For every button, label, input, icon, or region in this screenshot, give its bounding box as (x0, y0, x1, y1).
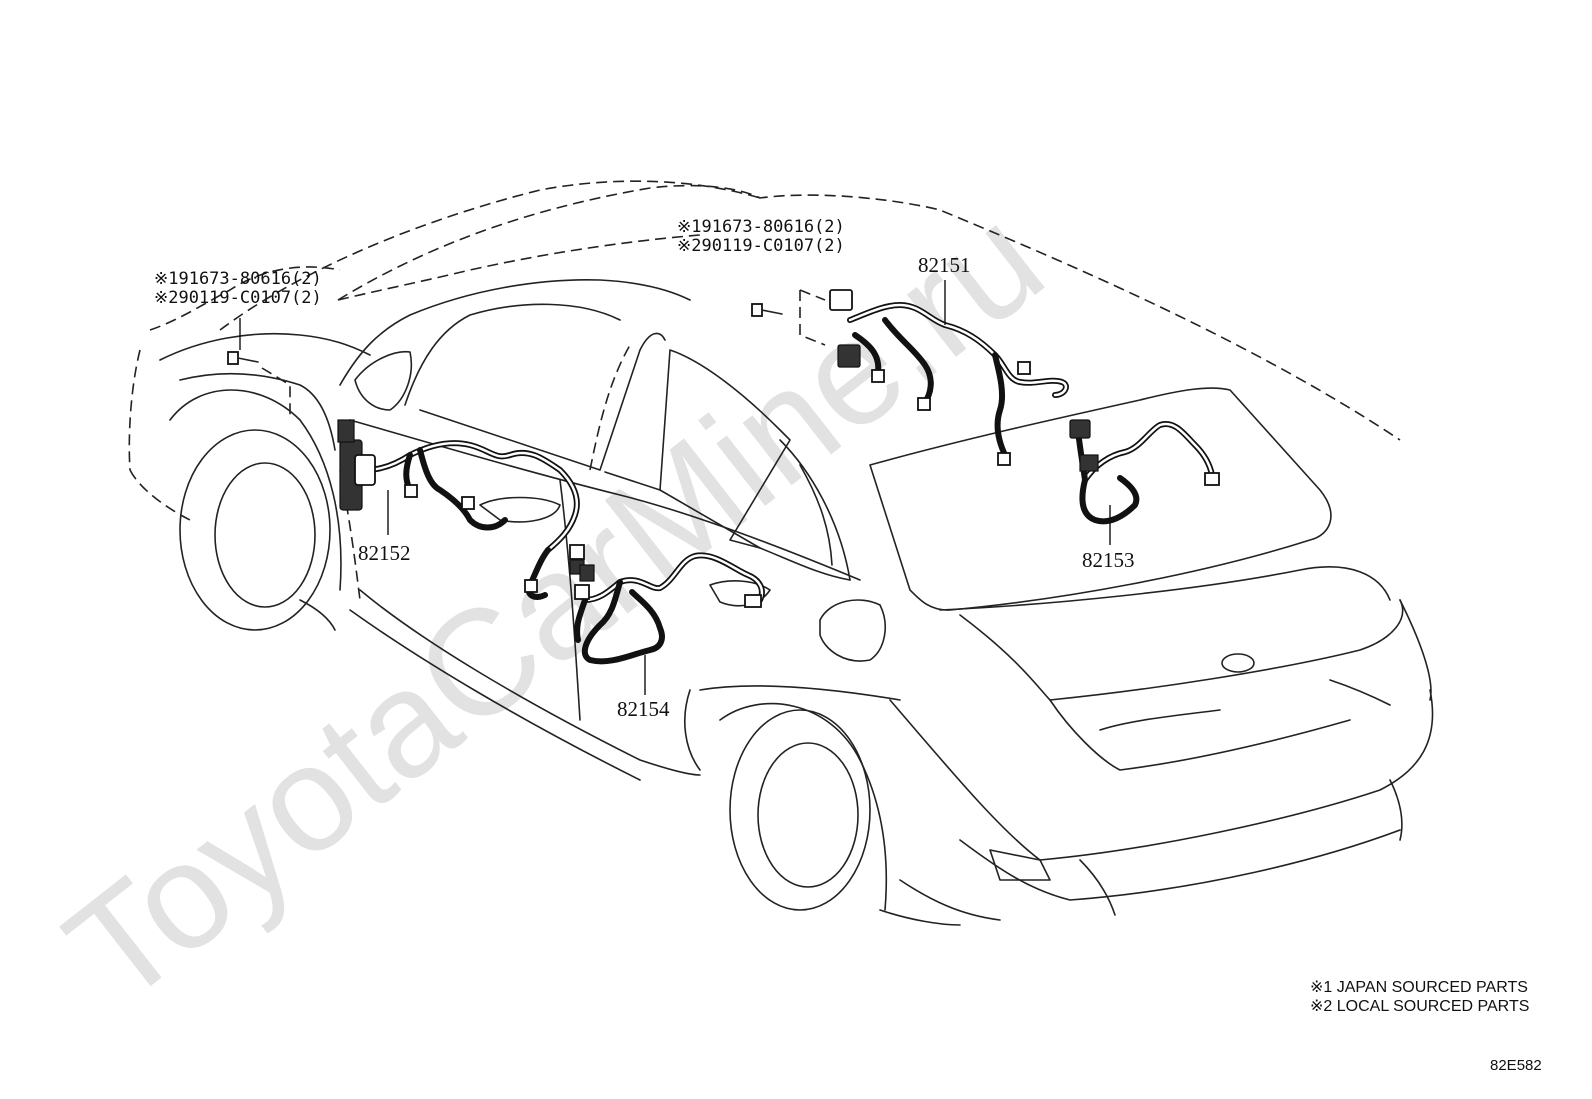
harness-82152 (337, 419, 585, 600)
diagram-code: 82E582 (1490, 1057, 1542, 1074)
car-body-outline (128, 180, 1434, 926)
part-number-82152: 82152 (358, 541, 411, 565)
note-local-sourced: ※2 LOCAL SOURCED PARTS (1310, 998, 1529, 1015)
bolt-icon-right (751, 289, 826, 346)
part-number-82154: 82154 (617, 697, 670, 721)
fastener-right-line1: ※191673-80616(2) (677, 217, 845, 237)
part-number-82153: 82153 (1082, 548, 1135, 572)
harness-82153 (1069, 419, 1220, 525)
harness-82151 (829, 289, 1069, 466)
part-number-82151: 82151 (918, 253, 971, 277)
note-japan-sourced: ※1 JAPAN SOURCED PARTS (1310, 979, 1528, 996)
fastener-right-line2: ※290119-C0107(2) (677, 236, 845, 256)
harness-82154 (574, 552, 765, 665)
fastener-left-line1: ※191673-80616(2) (154, 269, 322, 289)
bolt-icon-left (227, 318, 291, 420)
fastener-left-line2: ※290119-C0107(2) (154, 288, 322, 308)
